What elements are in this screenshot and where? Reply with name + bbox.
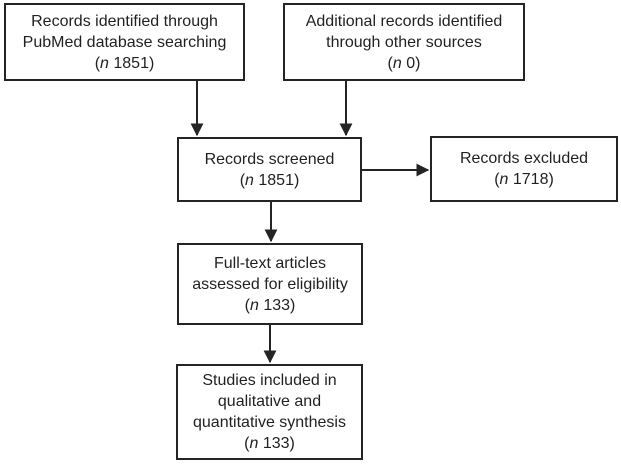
count-value: 1851) — [108, 54, 155, 72]
box-text-line: Records screened — [204, 150, 335, 168]
box-text-line: through other sources — [326, 33, 482, 51]
count-paren-open: ( — [244, 435, 250, 452]
box-count-line: (n 1851) — [95, 53, 155, 74]
count-n-symbol: n — [499, 171, 509, 188]
count-paren-open: ( — [239, 171, 246, 189]
count-paren-open: ( — [94, 54, 101, 72]
count-n-symbol: n — [392, 54, 402, 72]
box-studies-included: Studies included in qualitative and quan… — [176, 364, 363, 460]
box-records-identified: Records identified through PubMed databa… — [4, 3, 245, 81]
box-text-line: Records identified through — [31, 12, 218, 30]
box-additional-records: Additional records identified through ot… — [283, 3, 525, 81]
box-text-line: Records excluded — [459, 150, 589, 167]
box-count-line: (n 1718) — [494, 169, 554, 190]
count-n-symbol: n — [100, 54, 109, 72]
box-count-line: (n 0) — [388, 53, 421, 74]
count-n-symbol: n — [245, 171, 254, 189]
count-paren-open: ( — [494, 171, 500, 188]
count-paren-open: ( — [244, 296, 250, 314]
count-value: 1851) — [253, 171, 300, 189]
count-paren-open: ( — [387, 54, 393, 72]
box-text-line: quantitative synthesis — [193, 414, 346, 431]
box-text-line: Studies included in — [202, 372, 337, 389]
box-text-line: Additional records identified — [305, 12, 503, 30]
box-records-screened: Records screened (n 1851) — [177, 137, 362, 202]
box-text-line: PubMed database searching — [22, 33, 227, 51]
count-value: 0) — [401, 54, 421, 72]
count-value: 133) — [258, 435, 295, 452]
count-value: 133) — [258, 296, 296, 314]
box-records-excluded: Records excluded (n 1718) — [430, 136, 618, 202]
count-n-symbol: n — [249, 296, 259, 314]
box-text-line: assessed for eligibility — [192, 275, 348, 293]
box-count-line: (n 1851) — [240, 170, 300, 191]
box-fulltext-assessed: Full-text articles assessed for eligibil… — [177, 243, 363, 325]
box-text-line: qualitative and — [217, 393, 322, 410]
box-text-line: Full-text articles — [213, 254, 327, 272]
count-value: 1718) — [508, 171, 554, 188]
count-n-symbol: n — [249, 435, 259, 452]
box-count-line: (n 133) — [245, 295, 296, 316]
box-count-line: (n 133) — [244, 433, 295, 454]
